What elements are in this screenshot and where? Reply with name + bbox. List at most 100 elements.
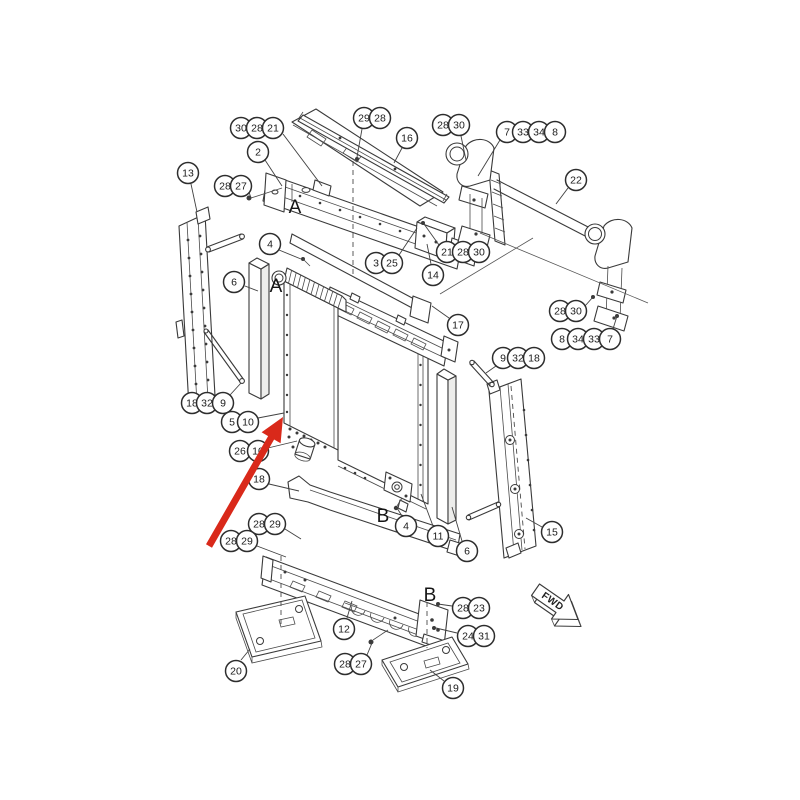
callout-13: 13 [176,161,200,185]
bar-17 [289,233,432,324]
svg-text:27: 27 [355,659,367,671]
callout-11: 11 [426,524,450,548]
svg-text:30: 30 [235,123,247,135]
callout-6: 6 [455,539,479,563]
callout-18: 18 [522,346,546,370]
svg-text:7: 7 [504,127,510,139]
callout-12: 12 [332,617,356,641]
svg-text:24: 24 [462,631,474,643]
leader-line [268,483,300,492]
callout-27: 27 [349,652,373,676]
svg-text:4: 4 [403,521,409,533]
callout-30: 30 [564,299,588,323]
svg-text:30: 30 [473,247,485,259]
svg-text:14: 14 [427,270,439,282]
svg-text:30: 30 [570,306,582,318]
leader-line [477,139,501,177]
rod-right-upper [469,359,495,388]
callout-28: 28 [219,529,243,553]
svg-text:28: 28 [253,519,265,531]
callout-8: 8 [543,120,567,144]
callout-4: 4 [394,514,418,538]
svg-text:19: 19 [447,683,459,695]
leader-line [431,305,450,319]
rod-long-left [203,328,245,384]
leader-line [460,135,467,161]
section-label-A: A [289,197,302,218]
svg-text:5: 5 [229,417,235,429]
callout-21: 21 [261,116,285,140]
svg-text:4: 4 [267,239,273,251]
left-channel-13 [175,206,216,409]
svg-text:3: 3 [373,258,379,270]
svg-text:20: 20 [230,666,242,678]
svg-text:23: 23 [473,603,485,615]
leader-line [264,159,283,187]
svg-text:28: 28 [554,306,566,318]
callout-23: 23 [467,596,491,620]
svg-text:18: 18 [186,398,198,410]
svg-text:11: 11 [433,531,444,543]
leader-line [429,669,445,682]
leader-line [278,249,302,260]
leader-line [229,382,242,396]
svg-text:28: 28 [374,113,386,125]
right-channel-15 [486,378,537,559]
leader-line [396,507,403,517]
callout-7: 7 [598,327,622,351]
leader-line [555,187,569,205]
leader-line [257,412,285,419]
leader-line [267,440,298,449]
callout-27: 27 [229,174,253,198]
leader-line [584,296,594,307]
callout-15: 15 [540,520,564,544]
bar-6-left [248,257,270,400]
svg-text:28: 28 [457,247,469,259]
svg-text:12: 12 [338,624,350,636]
leader-line [282,133,323,187]
svg-text:27: 27 [235,181,247,193]
leader-line [525,517,543,528]
leader-line [356,128,363,158]
svg-text:17: 17 [452,320,464,332]
callout-33: 33 [511,120,535,144]
leader-line [612,315,618,330]
svg-text:28: 28 [251,123,263,135]
svg-text:33: 33 [588,334,600,346]
svg-text:29: 29 [358,113,370,125]
svg-text:10: 10 [242,417,254,429]
svg-text:30: 30 [453,120,465,132]
leader-lines [190,128,618,682]
callout-10: 10 [236,410,260,434]
callout-31: 31 [472,624,496,648]
callout-2: 2 [246,140,270,164]
leader-line [451,506,463,542]
callout-6: 6 [222,270,246,294]
svg-text:6: 6 [464,546,470,558]
svg-text:6: 6 [231,277,237,289]
svg-text:9: 9 [500,353,506,365]
svg-text:8: 8 [559,334,565,346]
callout-28: 28 [368,106,392,130]
bolts [246,187,440,645]
callout-34: 34 [566,327,590,351]
svg-text:28: 28 [339,659,351,671]
leader-line [423,223,440,246]
callout-9: 9 [211,391,235,415]
svg-text:13: 13 [182,168,194,180]
leader-line [393,147,403,164]
leader-line [346,600,353,619]
callout-4: 4 [258,232,282,256]
svg-text:26: 26 [234,446,246,458]
leader-line [366,642,373,656]
svg-text:28: 28 [225,536,237,548]
mount-plate-19 [381,636,470,693]
svg-text:21: 21 [441,247,453,259]
callout-20: 20 [224,659,248,683]
svg-text:7: 7 [607,334,613,346]
section-label-B: B [377,506,390,527]
section-label-B: B [424,585,437,606]
